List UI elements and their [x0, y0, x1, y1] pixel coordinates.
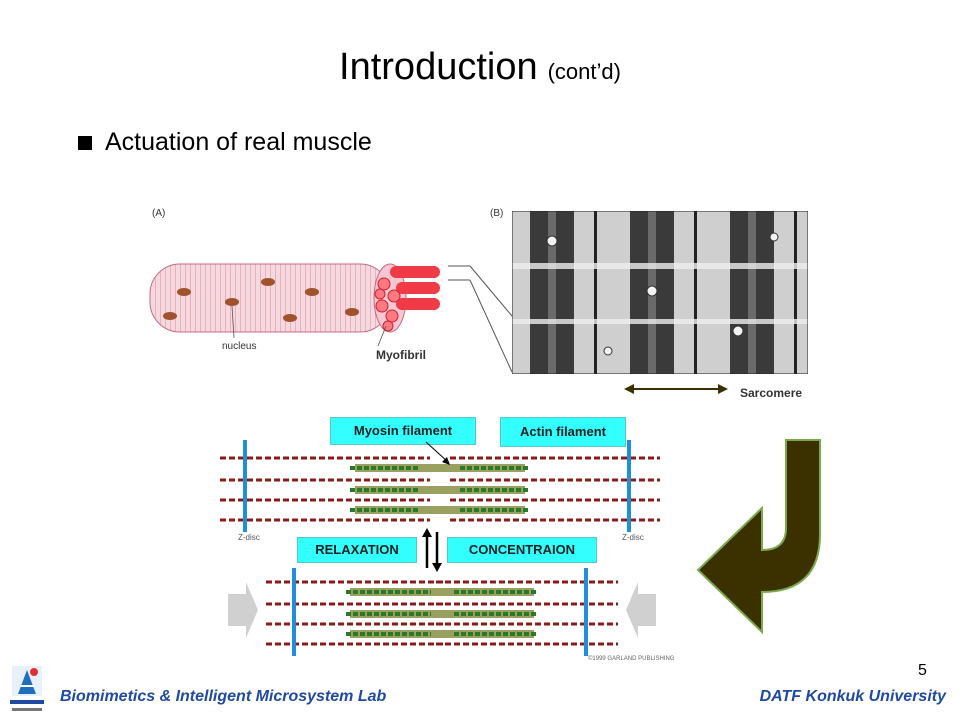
- relaxation-label: RELAXATION: [297, 537, 417, 563]
- zdisc-right-label: Z-disc: [622, 533, 644, 542]
- panel-b-label: (B): [490, 208, 504, 219]
- contraction-label: CONCENTRAION: [447, 537, 597, 563]
- zdisc-left-label: Z-disc: [238, 533, 260, 542]
- panel-a-label: (A): [152, 208, 166, 219]
- nucleus-label: nucleus: [222, 341, 257, 352]
- sarcomere-label: Sarcomere: [740, 386, 803, 400]
- title-main: Introduction: [339, 46, 538, 88]
- title-suffix: (cont’d): [547, 59, 621, 84]
- myofibril-label: Myofibril: [376, 348, 426, 362]
- sarcomere-micrograph: [512, 211, 808, 374]
- bullet-square-icon: [78, 135, 92, 150]
- bullet-text: Actuation of real muscle: [105, 128, 372, 156]
- figure-credit: ©1999 GARLAND PUBLISHING: [588, 656, 675, 662]
- muscle-fiber-illustration: [149, 263, 440, 347]
- filament-diagram-relaxed: [220, 440, 660, 532]
- slide-title: Introduction (cont’d): [0, 46, 960, 89]
- footer-lab-name: Biomimetics & Intelligent Microsystem La…: [60, 688, 387, 705]
- lab-logo-icon: [10, 666, 44, 711]
- myosin-pointer-arrow: [425, 441, 450, 465]
- bullet-item: Actuation of real muscle: [78, 128, 372, 157]
- footer-university: DATF Konkuk University: [759, 688, 946, 705]
- zoom-connector-lines: [448, 265, 513, 373]
- myosin-filament-label: Myosin filament: [330, 417, 476, 445]
- reversible-arrows-icon: [422, 528, 442, 572]
- page-number: 5: [918, 662, 927, 679]
- actin-filament-label: Actin filament: [500, 417, 626, 447]
- curved-down-arrow: [696, 439, 821, 635]
- filament-diagram-contracted: [228, 568, 656, 656]
- sarcomere-span-arrow: [624, 384, 728, 394]
